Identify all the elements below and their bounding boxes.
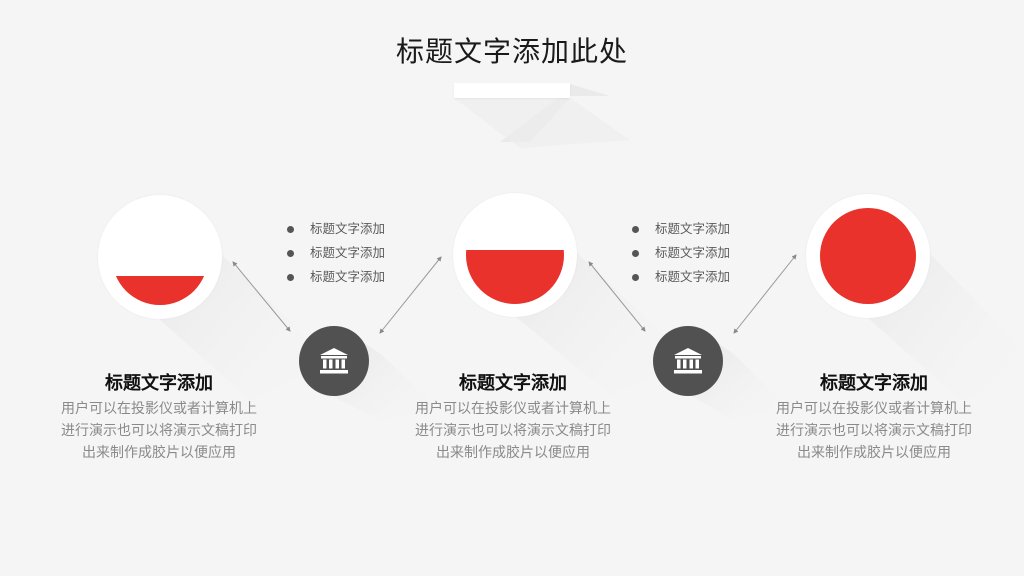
bullet-item: 标题文字添加 <box>287 241 385 265</box>
bullet-item: 标题文字添加 <box>287 217 385 241</box>
description-line: 出来制作成胶片以便应用 <box>797 445 951 461</box>
stage-fill-3 <box>820 208 916 304</box>
stage-gauge-3 <box>820 208 916 304</box>
bullet-list-2: 标题文字添加 标题文字添加 标题文字添加 <box>632 217 730 289</box>
connector-arrow <box>232 261 291 332</box>
title-bar-shadow <box>454 98 630 148</box>
stage-fill-1 <box>112 276 208 305</box>
stage-circle-3 <box>806 194 930 318</box>
icon-disc-2 <box>653 326 723 396</box>
description-line: 进行演示也可以将演示文稿打印 <box>415 423 611 439</box>
block-description: 用户可以在投影仪或者计算机上 进行演示也可以将演示文稿打印 出来制作成胶片以便应… <box>754 398 994 464</box>
text-block-2: 标题文字添加 用户可以在投影仪或者计算机上 进行演示也可以将演示文稿打印 出来制… <box>393 371 633 464</box>
description-line: 出来制作成胶片以便应用 <box>436 445 590 461</box>
icon-disc-1 <box>299 326 369 396</box>
title-underline-bar <box>454 83 570 98</box>
stage-circle-1 <box>98 195 222 319</box>
bank-icon <box>674 348 702 374</box>
block-heading: 标题文字添加 <box>820 373 928 394</box>
bullet-item: 标题文字添加 <box>632 217 730 241</box>
page-title: 标题文字添加此处 <box>395 35 628 68</box>
bank-icon <box>320 348 348 374</box>
stage-gauge-2 <box>466 206 564 304</box>
connector-arrow <box>588 261 646 332</box>
description-line: 用户可以在投影仪或者计算机上 <box>776 401 972 417</box>
bullet-item: 标题文字添加 <box>287 265 385 289</box>
block-heading: 标题文字添加 <box>105 373 213 394</box>
block-heading: 标题文字添加 <box>459 373 567 394</box>
description-line: 用户可以在投影仪或者计算机上 <box>61 401 257 417</box>
bullet-list-1: 标题文字添加 标题文字添加 标题文字添加 <box>287 217 385 289</box>
bullet-item: 标题文字添加 <box>632 241 730 265</box>
block-description: 用户可以在投影仪或者计算机上 进行演示也可以将演示文稿打印 出来制作成胶片以便应… <box>39 398 279 464</box>
bullet-item: 标题文字添加 <box>632 265 730 289</box>
description-line: 进行演示也可以将演示文稿打印 <box>61 423 257 439</box>
block-description: 用户可以在投影仪或者计算机上 进行演示也可以将演示文稿打印 出来制作成胶片以便应… <box>393 398 633 464</box>
description-line: 进行演示也可以将演示文稿打印 <box>776 423 972 439</box>
stage-circle-2 <box>453 193 577 317</box>
description-line: 用户可以在投影仪或者计算机上 <box>415 401 611 417</box>
connector-arrow <box>733 254 797 334</box>
stage-gauge-1 <box>112 209 208 305</box>
text-block-3: 标题文字添加 用户可以在投影仪或者计算机上 进行演示也可以将演示文稿打印 出来制… <box>754 371 994 464</box>
stage-fill-2 <box>466 250 564 304</box>
text-block-1: 标题文字添加 用户可以在投影仪或者计算机上 进行演示也可以将演示文稿打印 出来制… <box>39 371 279 464</box>
connector-arrow <box>379 256 442 334</box>
description-line: 出来制作成胶片以便应用 <box>82 445 236 461</box>
